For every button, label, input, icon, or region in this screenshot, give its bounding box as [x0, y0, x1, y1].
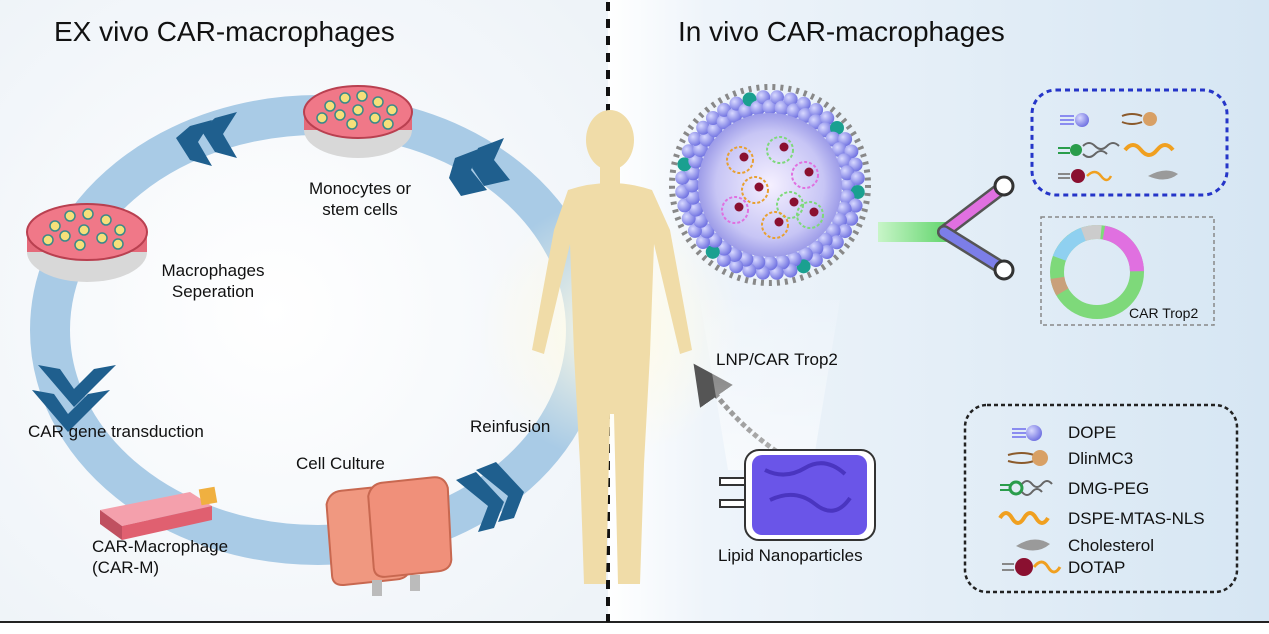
- chevron-icon-bottom-right: [456, 462, 524, 532]
- lnp-label: LNP/CAR Trop2: [716, 350, 838, 369]
- dmg-peg-bead: [829, 120, 844, 135]
- encapsulated-payload-ring: [726, 146, 754, 174]
- legend-dspe-mtas-nls-label: DSPE-MTAS-NLS: [1068, 509, 1205, 528]
- dope-bead: [831, 142, 847, 158]
- light-beam: [700, 300, 840, 470]
- dope-bead: [796, 96, 811, 111]
- human-body-icon: [532, 110, 692, 584]
- petri-dish-monocytes-icon: [303, 85, 413, 158]
- dmg-peg-bead: [705, 244, 720, 259]
- iv-bags-icon: [325, 476, 453, 596]
- dope-bead: [786, 251, 802, 267]
- legend-cholesterol-icon: [1016, 539, 1050, 551]
- legend-dope-label: DOPE: [1068, 423, 1117, 442]
- dope-bead: [693, 212, 709, 228]
- dope-bead: [729, 259, 744, 274]
- dope-bead: [681, 144, 696, 159]
- chevron-icon-top-right: [449, 138, 510, 196]
- dmg-peg-bead: [677, 157, 692, 172]
- legend-dlinmc3-icon: [1007, 450, 1048, 466]
- lipid-mix-icons: [1058, 112, 1178, 183]
- dope-bead: [742, 263, 757, 278]
- step-monocytes-label: Monocytes or stem cells: [308, 179, 412, 219]
- legend-dotap-icon: [1002, 558, 1062, 576]
- right-panel-title: In vivo CAR-macrophages: [678, 16, 1005, 47]
- dotap-dot: [804, 167, 814, 177]
- dope-bead: [820, 244, 835, 259]
- legend-cholesterol-label: Cholesterol: [1068, 536, 1154, 555]
- legend-box: [963, 403, 1239, 594]
- dotap-dot: [774, 217, 784, 227]
- step-reinfusion-label: Reinfusion: [470, 417, 551, 436]
- bag-label: Lipid Nanoparticles: [718, 546, 863, 565]
- encapsulated-payload-ring: [791, 161, 819, 189]
- legend-dotap-label: DOTAP: [1068, 558, 1126, 577]
- legend-dlinmc3-label: DlinMC3: [1068, 449, 1134, 468]
- car-construct-icon: [878, 175, 1015, 281]
- legend-dmg-peg-label: DMG-PEG: [1068, 479, 1150, 498]
- step-transduction-label: CAR gene transduction: [28, 422, 204, 441]
- encapsulated-payload-ring: [766, 136, 794, 164]
- dope-bead: [696, 235, 711, 250]
- dotap-dot: [779, 142, 789, 152]
- ring-label: CAR Trop2: [1129, 305, 1199, 321]
- dope-bead: [797, 246, 813, 262]
- dope-bead: [774, 254, 790, 270]
- encapsulated-payload-ring: [761, 211, 789, 239]
- lipid-mix-box: [1030, 88, 1229, 197]
- encapsulated-payload-ring: [796, 201, 824, 229]
- chevron-icon-left: [32, 365, 116, 432]
- legend-dope-icon: [1012, 425, 1042, 441]
- dope-bead: [844, 211, 859, 226]
- left-panel-title: EX vivo CAR-macrophages: [54, 16, 395, 47]
- encapsulated-payload-ring: [741, 176, 769, 204]
- culture-flask-icon: [100, 486, 218, 540]
- step-car-macrophage-label: CAR-Macrophage (CAR-M): [92, 537, 229, 577]
- dope-bead: [727, 108, 743, 124]
- dope-bead: [850, 171, 865, 186]
- dotap-dot: [739, 152, 749, 162]
- dope-bead: [836, 153, 852, 169]
- dope-bead: [829, 235, 844, 250]
- lipid-nanoparticle-bag-icon: [719, 449, 876, 541]
- dope-bead: [809, 103, 824, 118]
- dope-bead: [783, 92, 798, 107]
- step-cell-culture-label: Cell Culture: [296, 454, 385, 473]
- lnp-particle-icon: [669, 84, 871, 286]
- dope-bead: [688, 131, 703, 146]
- dope-bead: [738, 103, 754, 119]
- dotap-dot: [734, 202, 744, 212]
- dope-bead: [839, 165, 855, 181]
- step-separation-label: Macrophages Seperation: [161, 261, 265, 301]
- dope-bead: [688, 201, 704, 217]
- dotap-dot: [789, 197, 799, 207]
- petri-dish-separation-icon: [26, 203, 148, 282]
- chevron-icon-top-left: [176, 112, 237, 166]
- legend-dmg-peg-icon: [1000, 480, 1053, 496]
- plasmid-ring-icon: [1050, 225, 1144, 319]
- dotap-dot: [809, 207, 819, 217]
- dope-bead: [696, 120, 711, 135]
- plasmid-box: [1040, 216, 1215, 326]
- dope-bead: [848, 198, 863, 213]
- encapsulated-payload-ring: [721, 196, 749, 224]
- dope-bead: [705, 111, 720, 126]
- dope-bead: [837, 224, 852, 239]
- dotap-dot: [754, 182, 764, 192]
- dope-bead: [820, 111, 835, 126]
- legend-dspe-mtas-nls-icon: [998, 511, 1050, 525]
- dope-bead: [685, 189, 701, 205]
- dope-bead: [716, 252, 731, 267]
- dope-bead: [750, 100, 766, 116]
